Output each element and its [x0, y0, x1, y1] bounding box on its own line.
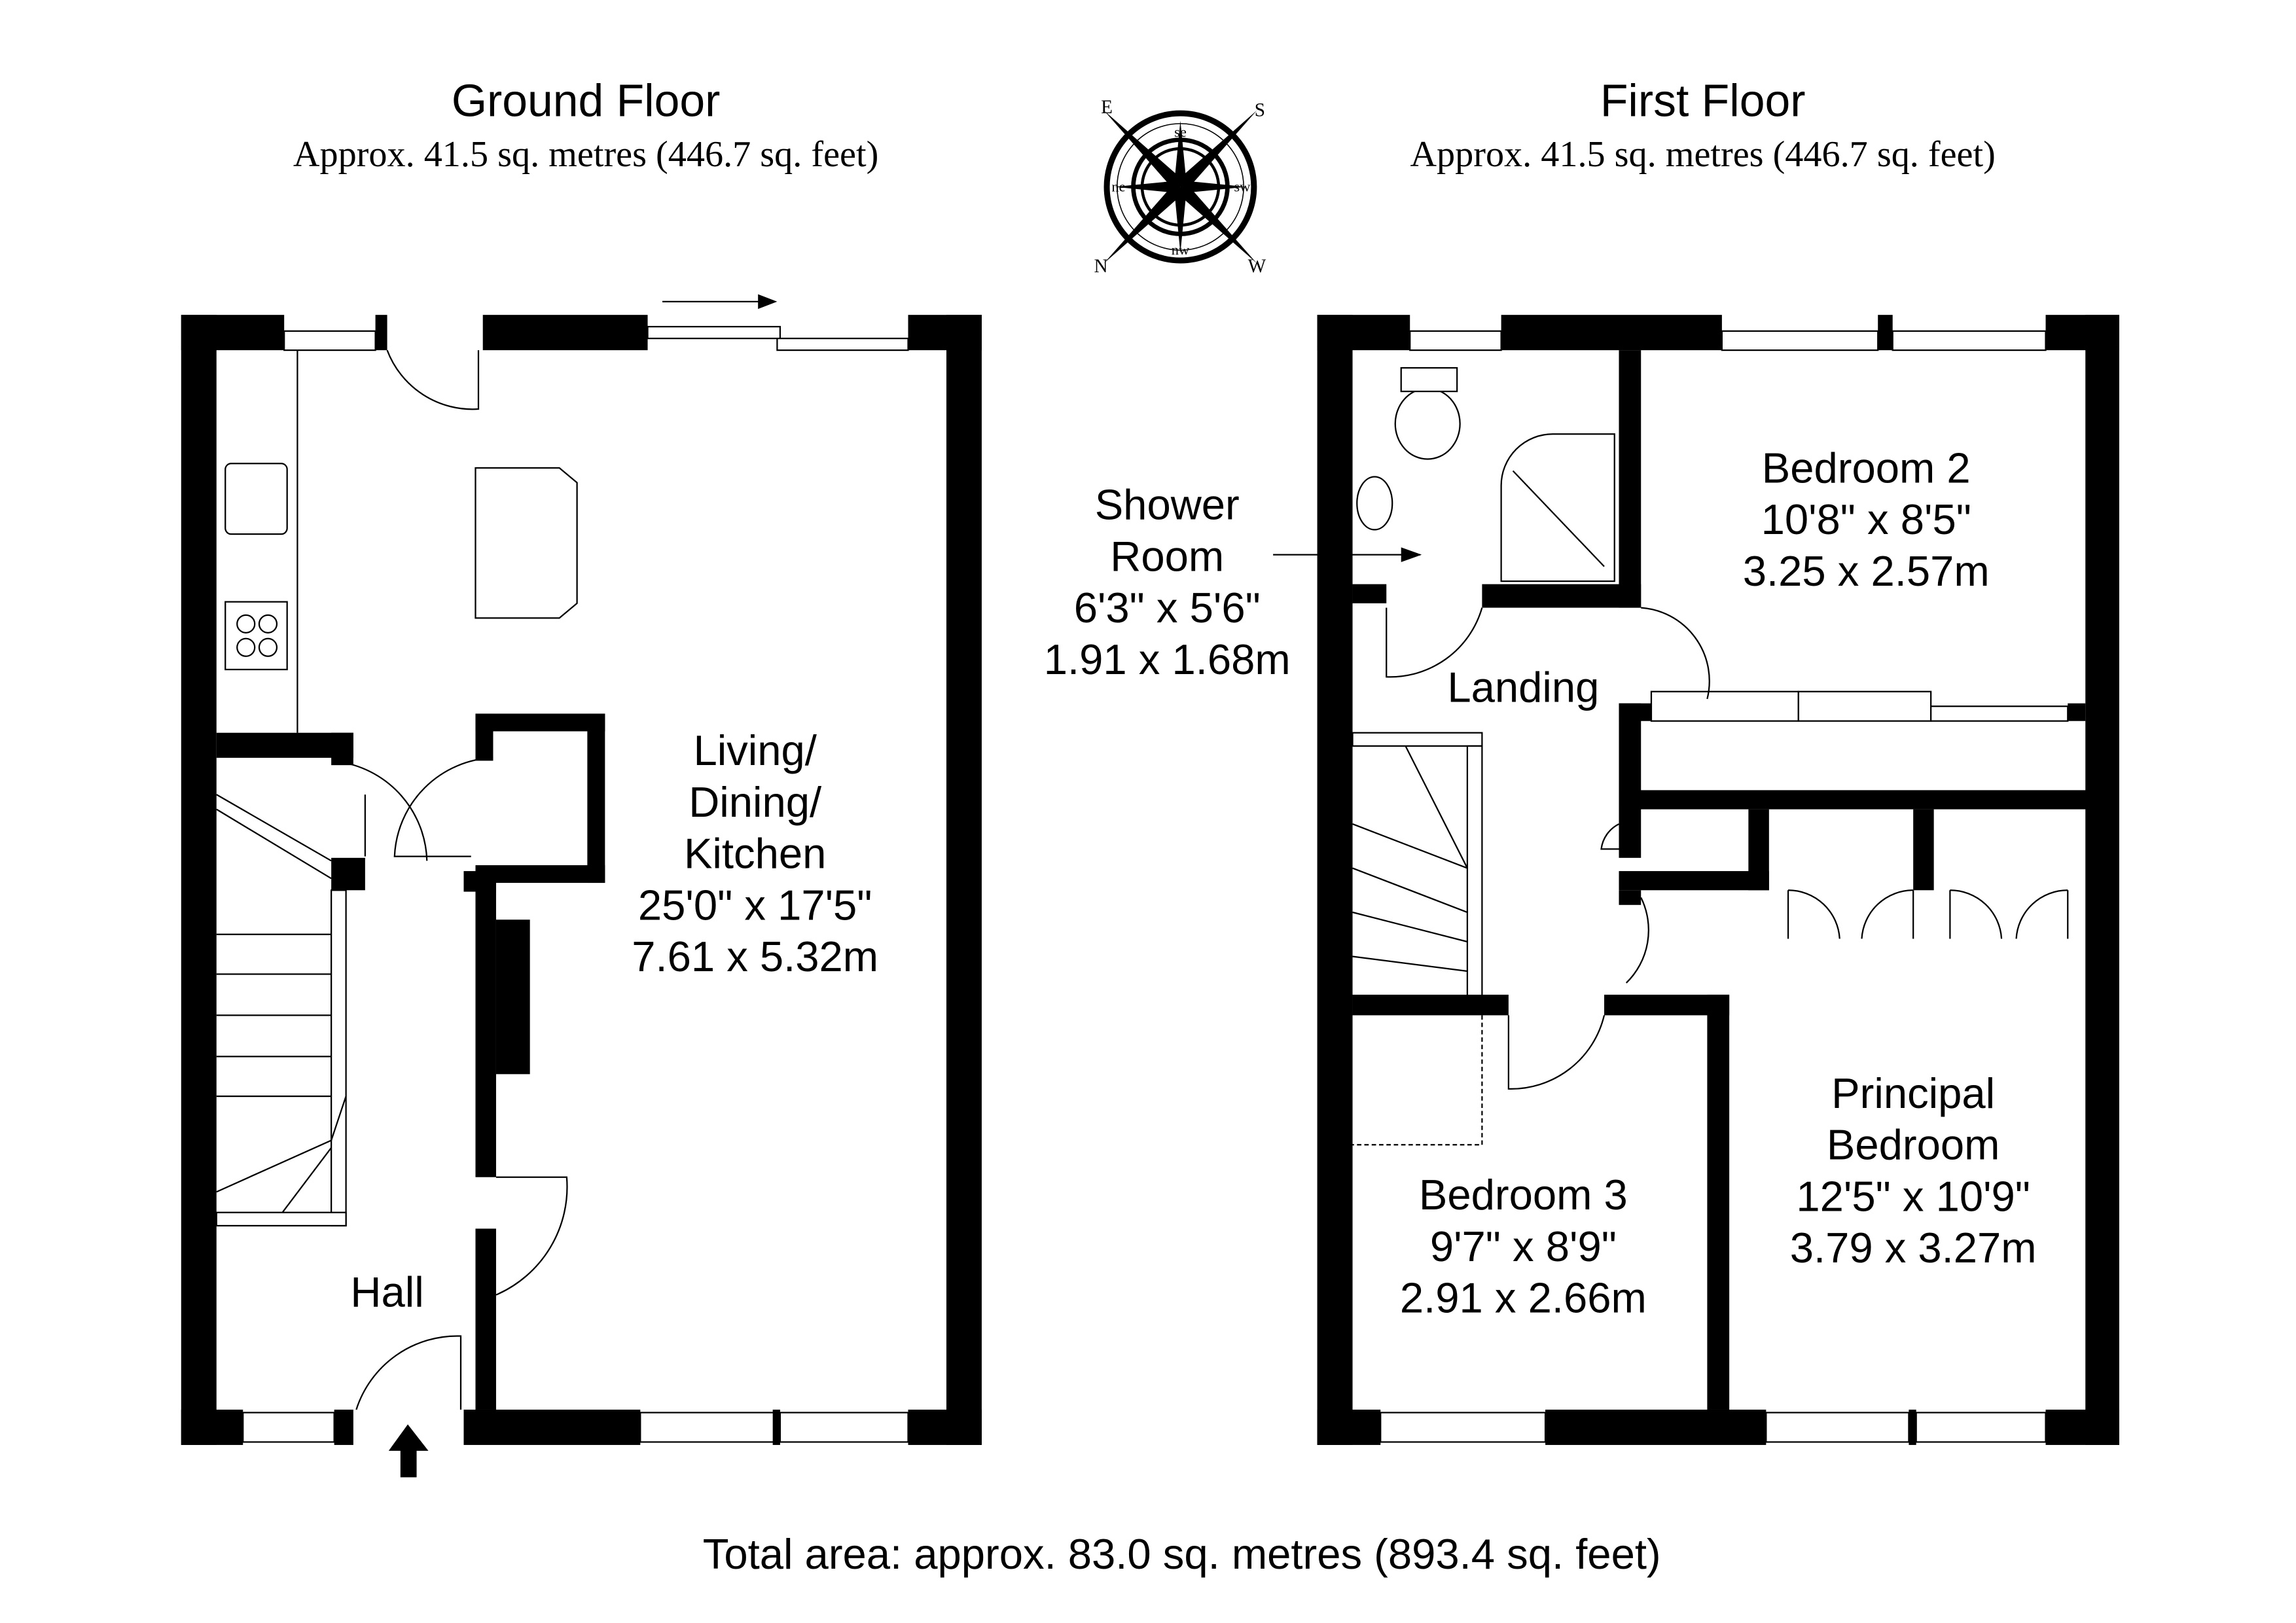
sink-icon: [224, 463, 288, 535]
room-label: Living/: [693, 726, 817, 774]
compass-w: W: [1248, 256, 1266, 277]
compass-sw: sw: [1234, 178, 1251, 194]
first-floor-plan: Shower Room 6'3" x 5'6" 1.91 x 1.68m Bed…: [1044, 315, 2119, 1445]
first-floor-title: First Floor: [1600, 75, 1806, 126]
compass-s: S: [1255, 100, 1265, 121]
basin-icon: [1356, 476, 1393, 531]
entrance-arrow-icon: [388, 1424, 429, 1478]
room-dimension-imperial: 10'8" x 8'5": [1761, 495, 1971, 543]
room-dimension-metric: 2.91 x 2.66m: [1400, 1274, 1647, 1322]
room-label: Bedroom: [1827, 1121, 2000, 1169]
first-floor-area: Approx. 41.5 sq. metres (446.7 sq. feet): [1410, 134, 1995, 175]
room-label: Bedroom 2: [1762, 444, 1971, 491]
room-label: Shower: [1095, 481, 1240, 529]
room-dimension-imperial: 25'0" x 17'5": [638, 881, 872, 929]
room-dimension-imperial: 12'5" x 10'9": [1796, 1172, 2030, 1220]
room-label: Bedroom 3: [1419, 1171, 1628, 1219]
room-dimension-metric: 1.91 x 1.68m: [1044, 635, 1291, 683]
room-label: Dining/: [689, 778, 822, 826]
staircase: [215, 794, 347, 1227]
room-label: Room: [1110, 532, 1224, 580]
ground-floor-title: Ground Floor: [452, 75, 721, 126]
room-label: Kitchen: [684, 830, 826, 878]
room-dimension-metric: 3.25 x 2.57m: [1743, 547, 1990, 595]
ground-floor-plan: Living/ Dining/ Kitchen 25'0" x 17'5" 7.…: [181, 294, 982, 1478]
room-dimension-metric: 7.61 x 5.32m: [632, 933, 878, 980]
compass-n: N: [1094, 256, 1107, 277]
shower-tray: [1500, 433, 1615, 582]
room-dimension-imperial: 9'7" x 8'9": [1430, 1222, 1617, 1270]
room-dimension-metric: 3.79 x 3.27m: [1790, 1224, 2037, 1272]
ground-floor-area: Approx. 41.5 sq. metres (446.7 sq. feet): [293, 134, 878, 175]
kitchen-island: [475, 467, 578, 619]
compass-nw: nw: [1172, 241, 1190, 258]
hob-icon: [224, 601, 288, 671]
room-label: Principal: [1831, 1069, 1995, 1117]
compass-e: E: [1101, 97, 1113, 118]
staircase: [1352, 732, 1483, 997]
room-dimension-imperial: 6'3" x 5'6": [1074, 584, 1261, 632]
window: [242, 1412, 335, 1443]
compass-ne: ne: [1111, 178, 1125, 194]
sliding-door: [647, 326, 781, 340]
compass-se: se: [1174, 124, 1187, 140]
room-label-landing: Landing: [1447, 663, 1599, 711]
window: [283, 330, 376, 351]
room-label-hall: Hall: [350, 1268, 423, 1316]
toilet-icon: [1394, 387, 1461, 460]
total-area: Total area: approx. 83.0 sq. metres (893…: [703, 1530, 1661, 1578]
compass-rose-icon: se ne sw nw E S N W: [1094, 97, 1266, 277]
